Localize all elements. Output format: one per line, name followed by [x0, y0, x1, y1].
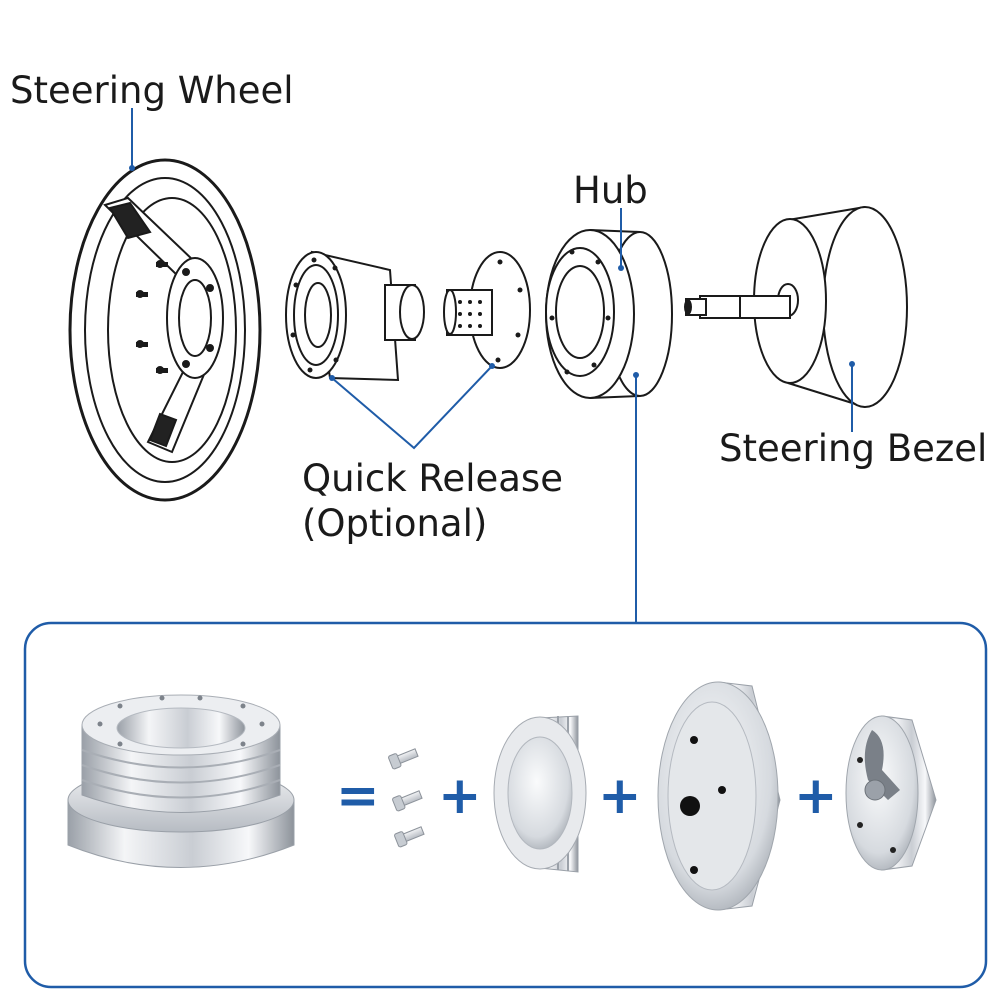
plus-sign-1: +: [438, 766, 482, 826]
label-quick-release: Quick Release: [302, 457, 563, 500]
plus-sign-2: +: [598, 766, 642, 826]
base-ring: [657, 681, 781, 911]
label-steering-bezel: Steering Bezel: [719, 427, 988, 470]
plus-sign-3: +: [794, 766, 838, 826]
label-hub: Hub: [573, 169, 648, 212]
quick-release-plate: [443, 251, 531, 369]
steering-wheel: [68, 158, 262, 502]
quick-release-adapter: [285, 250, 425, 382]
bolts: [388, 748, 425, 848]
steering-bezel: [684, 206, 908, 408]
spacer-ring: [493, 715, 587, 873]
kit-panel-border: [23, 621, 988, 989]
adapter-plate: [845, 715, 937, 871]
leader-lines: [131, 108, 853, 623]
label-steering-wheel: Steering Wheel: [10, 69, 294, 112]
assembled-hub: [67, 694, 295, 868]
label-quick-release-optional: (Optional): [302, 502, 488, 545]
hub: [545, 228, 673, 399]
leader-line-quick-release: [331, 365, 493, 450]
equals-sign: =: [336, 766, 380, 826]
